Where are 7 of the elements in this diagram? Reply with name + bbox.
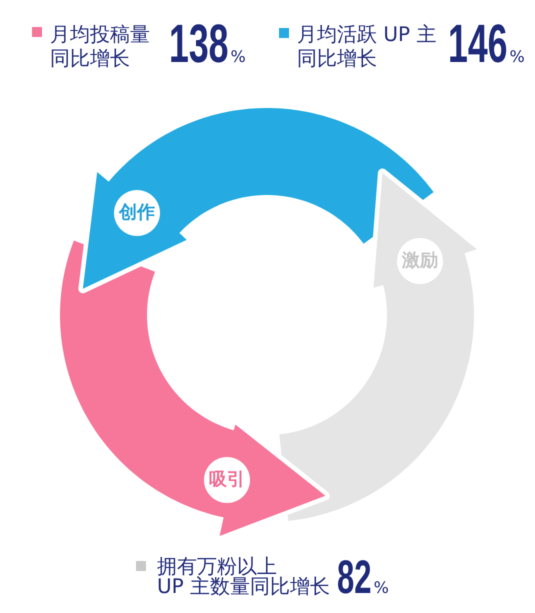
legend-text: 拥有万粉以上UP 主数量同比增长 — [157, 556, 332, 596]
legend-text: 月均投稿量同比增长 — [50, 22, 151, 70]
legend-text: 月均活跃 UP 主同比增长 — [297, 22, 438, 70]
cycle-segment — [279, 172, 477, 521]
stat-value: 146% — [448, 16, 525, 71]
stat-value: 138% — [169, 16, 246, 71]
stat-value: 82% — [337, 552, 389, 600]
